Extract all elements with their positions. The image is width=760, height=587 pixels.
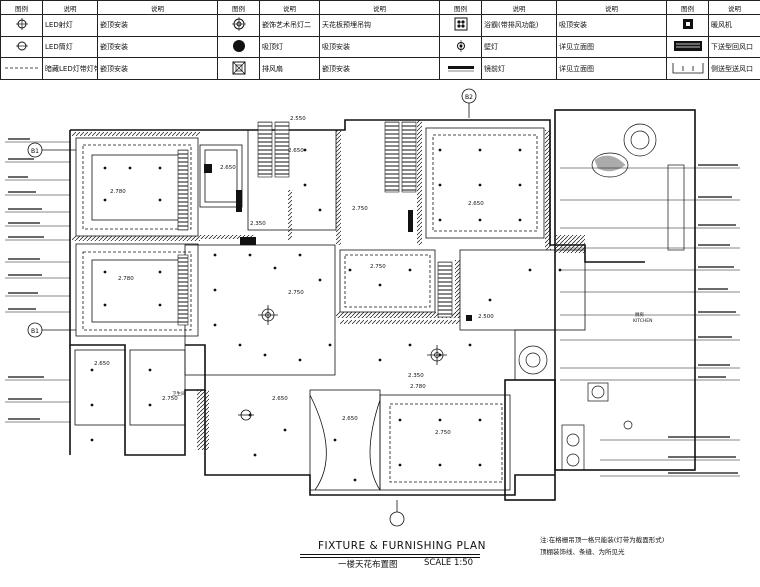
legend-header-row: 图例 说明 说明 图例 说明 说明 图例 说明 说明 图例 说明 [0,0,760,16]
room-label-bath: 卫生间 [172,390,186,397]
drawing-title: FIXTURE & FURNISHING PLAN [318,540,486,552]
legend-header: 说明 [708,0,760,16]
mirror-lamp-icon [439,57,482,80]
height-label: 2.650 [342,416,358,422]
legend-header: 图例 [666,0,709,16]
legend-header: 说明 [97,0,218,16]
legend-label: 排风扇 [259,57,320,80]
axis-markers [27,88,477,527]
legend-note: 吸顶安装 [319,35,440,59]
legend-row: 暗藏LED灯带灯带 嵌顶安装 排风扇 嵌顶安装 镜前灯 详见立面图 侧送型送风口 [0,57,760,80]
height-label: 2.650 [468,201,484,207]
legend-label: 下送型回风口 [708,35,760,59]
note-line-1: 注:在格栅吊顶一格只能装(灯带为截面形式) [540,536,665,544]
led-strip-icon [0,57,43,80]
planters [518,123,685,471]
wall-hatching [72,120,585,450]
legend-label: 壁灯 [481,35,557,59]
height-label: 2.750 [435,430,451,436]
legend-row: LED射灯 嵌顶安装 嵌饰艺术吊灯二 天花板预埋吊钩 浴霸(带排风功能) 吸顶安… [0,14,760,37]
axis-marker-left-2: B1 [31,328,39,335]
legend-label: 暖风机 [708,14,760,37]
legend-note: 天花板预埋吊钩 [319,14,440,37]
height-label: 2.650 [220,165,236,171]
legend-label: LED射灯 [42,14,98,37]
legend-note: 详见立面图 [556,57,667,80]
legend-label: 嵌饰艺术吊灯二 [259,14,320,37]
legend-note: 嵌顶安装 [97,57,218,80]
room-label-kitchen-cn: 厨房 [635,311,644,318]
bath-heater-icon [439,14,482,37]
height-label: 2.750 [288,290,304,296]
led-downlight-icon [0,35,43,59]
height-label: 2.550 [290,116,306,122]
legend-header: 图例 [439,0,482,16]
legend-row: LED筒灯 嵌顶安装 吸顶灯 吸顶安装 壁灯 详见立面图 下送型回风口 [0,35,760,59]
legend-header: 图例 [217,0,260,16]
legend-header: 说明 [42,0,98,16]
legend-header: 说明 [481,0,557,16]
legend-note: 嵌顶安装 [97,35,218,59]
height-label: 2.350 [250,221,266,227]
ceiling-lights [90,148,562,482]
axis-marker-top: B2 [465,94,473,101]
height-label: 2.750 [352,206,368,212]
annotation-note-marks [8,138,738,474]
legend-label: LED筒灯 [42,35,98,59]
legend-note: 嵌顶安装 [319,57,440,80]
height-label: 2.780 [410,384,426,390]
axis-marker-left-1: B1 [31,148,39,155]
ceiling-lamp-icon [217,35,260,59]
legend-label: 镜前灯 [481,57,557,80]
supply-air-vent-icon [666,57,709,80]
return-air-vent-icon [666,35,709,59]
legend-note: 详见立面图 [556,35,667,59]
height-label: 2.500 [478,314,494,320]
drawing-scale: SCALE 1:50 [424,558,474,568]
note-line-2: 顶棚装饰线、条缝、为所见光 [540,548,625,556]
ceiling-height-labels: 2.550 2.650 2.780 2.780 2.650 2.350 2.75… [94,116,494,436]
dark-fixtures [204,164,472,324]
height-label: 2.750 [370,264,386,270]
wall-lamp-icon [439,35,482,59]
legend-table: 图例 说明 说明 图例 说明 说明 图例 说明 说明 图例 说明 LED射灯 嵌… [0,0,760,80]
legend-header: 说明 [319,0,440,16]
title-underline [300,554,480,555]
legend-header: 说明 [556,0,667,16]
pendant-lamp-icon [217,14,260,37]
room-label-kitchen: KITCHEN [633,318,653,324]
drawing-subtitle: 一楼天花布置图 [338,560,398,570]
height-label: 2.650 [272,396,288,402]
legend-header: 说明 [259,0,320,16]
heater-icon [666,14,709,37]
legend-note: 吸顶安装 [556,14,667,37]
annotation-leaders [5,141,740,477]
height-label: 2.650 [288,148,304,154]
legend-label: 吸顶灯 [259,35,320,59]
height-label: 2.350 [408,373,424,379]
title-underline-thin [300,557,480,558]
legend-label: 浴霸(带排风功能) [481,14,557,37]
height-label: 2.650 [94,361,110,367]
legend-label: 暗藏LED灯带灯带 [42,57,98,80]
height-label: 2.780 [118,276,134,282]
legend-header: 图例 [0,0,43,16]
exhaust-fan-icon [217,57,260,80]
legend-label: 侧送型送风口 [708,57,760,80]
led-spotlight-icon [0,14,43,37]
ceiling-plan-drawing: B2 B1 B1 2.550 2.650 [5,88,740,527]
grille-ceilings [177,121,453,326]
legend-note: 嵌顶安装 [97,14,218,37]
pendant-lamps [238,305,447,421]
height-label: 2.780 [110,189,126,195]
room-outlines [74,127,586,491]
height-label: 2.750 [162,396,178,402]
